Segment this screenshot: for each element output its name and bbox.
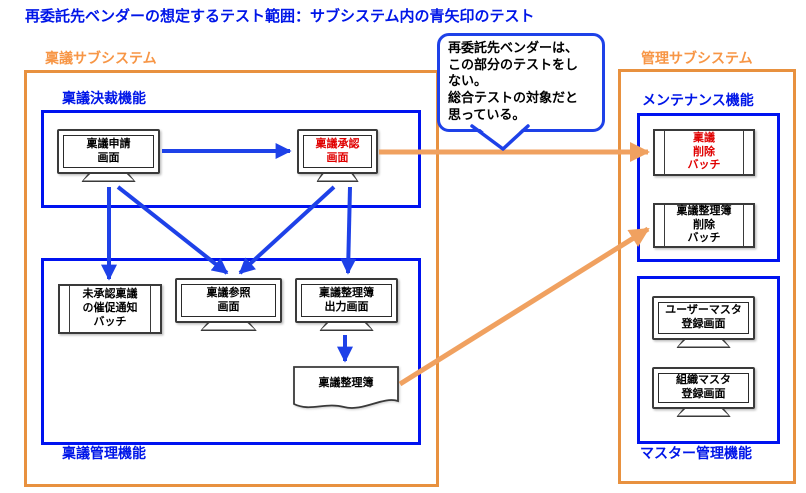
- monitor-stand: [316, 172, 359, 182]
- screen-bezel: 稟議参照 画面: [181, 284, 276, 317]
- screen-bezel: 稟議承認 画面: [303, 135, 372, 168]
- screen-bezel: 組織マスタ 登録画面: [658, 373, 749, 403]
- monitor-ringi-application-screen: 稟議申請 画面: [57, 129, 160, 182]
- node-label: 稟議申請 画面: [86, 137, 131, 164]
- node-label: 未承認稟議 の催促通知 バッチ: [82, 288, 138, 328]
- screen-bezel: 稟議申請 画面: [63, 135, 154, 168]
- approval-group-box: [41, 110, 421, 208]
- node-label: 稟議参照 画面: [206, 286, 251, 313]
- document-ringi-ledger: 稟議整理簿: [293, 366, 399, 414]
- monitor-user-master-screen: ユーザーマスタ 登録画面: [652, 296, 755, 348]
- master-group-label: マスター管理機能: [640, 445, 752, 461]
- maintenance-group-label: メンテナンス機能: [642, 92, 754, 108]
- monitor-stand: [676, 338, 731, 348]
- monitor-org-master-screen: 組織マスタ 登録画面: [652, 367, 755, 417]
- batch-ledger-delete: 稟議整理簿 削除 バッチ: [653, 203, 755, 248]
- monitor-stand: [676, 407, 731, 417]
- node-label: 稟議整理簿 削除 バッチ: [676, 204, 732, 245]
- batch-unapproved-reminder: 未承認稟議 の催促通知 バッチ: [58, 284, 162, 334]
- management-group-label: 稟議管理機能: [62, 445, 146, 461]
- right-subsystem-label: 管理サブシステム: [641, 50, 753, 66]
- callout-bubble: 再委託先ベンダーは、 この部分のテストをし ない。 総合テストの対象だと 思って…: [437, 33, 605, 132]
- monitor-ringi-reference-screen: 稟議参照 画面: [175, 278, 282, 331]
- node-label: 稟議整理簿: [318, 377, 374, 389]
- node-label: 稟議承認 画面: [315, 137, 360, 164]
- approval-group-label: 稟議決裁機能: [62, 90, 146, 106]
- monitor-ringi-approval-screen: 稟議承認 画面: [297, 129, 378, 182]
- monitor-stand: [81, 172, 136, 182]
- screen-bezel: 稟議整理簿 出力画面: [301, 284, 392, 317]
- node-label: 稟議整理簿 出力画面: [319, 286, 374, 313]
- monitor-stand: [319, 321, 374, 331]
- screen-bezel: ユーザーマスタ 登録画面: [658, 302, 749, 334]
- page-title: 再委託先ベンダーの想定するテスト範囲：サブシステム内の青矢印のテスト: [25, 8, 535, 25]
- node-label: 稟議 削除 バッチ: [687, 131, 721, 172]
- monitor-stand: [200, 321, 257, 331]
- monitor-ledger-output-screen: 稟議整理簿 出力画面: [295, 278, 398, 331]
- left-subsystem-label: 稟議サブシステム: [45, 50, 157, 66]
- node-label: ユーザーマスタ 登録画面: [665, 304, 742, 330]
- node-label: 組織マスタ 登録画面: [676, 374, 731, 400]
- document-shape: [293, 366, 399, 409]
- maintenance-group-box: [637, 113, 780, 262]
- batch-ringi-delete: 稟議 削除 バッチ: [653, 129, 755, 176]
